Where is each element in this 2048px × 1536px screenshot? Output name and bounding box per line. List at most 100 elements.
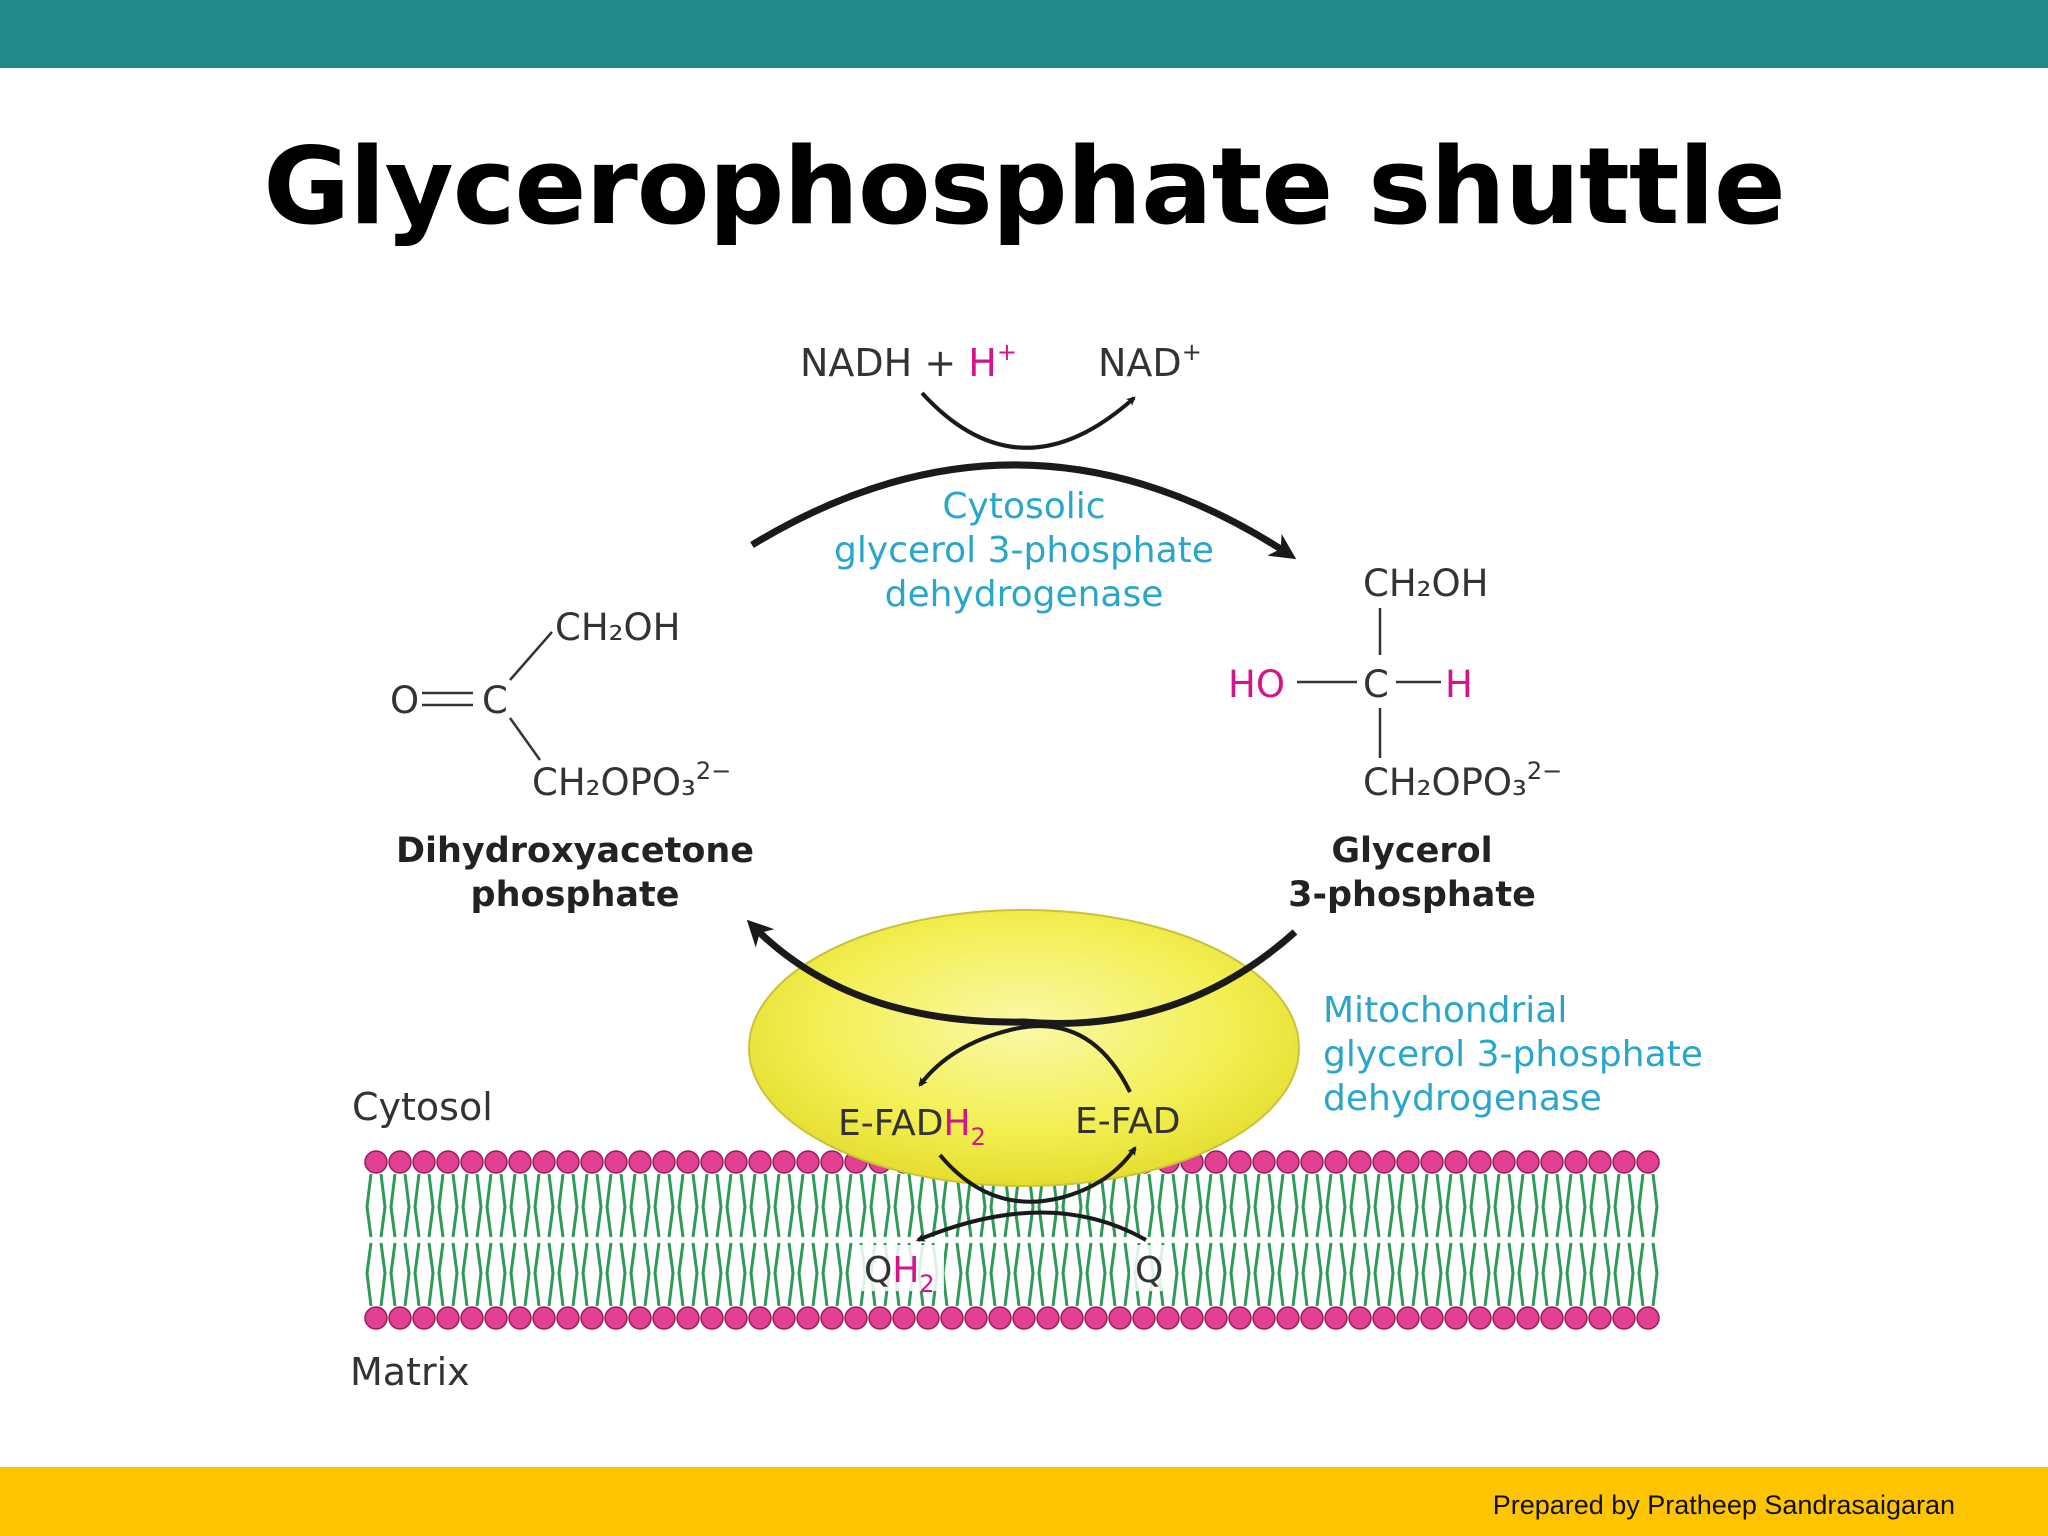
lipid-head (1204, 1150, 1228, 1174)
lipid-head (1372, 1306, 1396, 1330)
nadh-oxidation-arrow (920, 391, 1136, 450)
lipid-head (1300, 1306, 1324, 1330)
lipid-head (772, 1150, 796, 1174)
lipid-head (1396, 1306, 1420, 1330)
lipid-head (796, 1306, 820, 1330)
lipid-head (748, 1150, 772, 1174)
svg-text:H: H (1445, 663, 1473, 706)
author-credit: Prepared by Pratheep Sandrasaigaran (1492, 1490, 1955, 1520)
lipid-head (1636, 1306, 1660, 1330)
svg-text:QH2: QH2 (864, 1250, 935, 1298)
nad-plus-label: NAD+ (1098, 338, 1202, 385)
svg-text:dehydrogenase: dehydrogenase (885, 574, 1164, 615)
lipid-head (604, 1306, 628, 1330)
svg-text:C: C (1363, 663, 1389, 706)
matrix-label: Matrix (350, 1350, 470, 1394)
lipid-head (676, 1150, 700, 1174)
q-reduction-arrow (915, 1210, 1147, 1242)
lipid-head (844, 1306, 868, 1330)
dhap-name: Dihydroxyacetone phosphate (396, 831, 754, 915)
lipid-head (1612, 1150, 1636, 1174)
lipid-head (1636, 1150, 1660, 1174)
lipid-head (820, 1306, 844, 1330)
q-label: Q (1130, 1245, 1170, 1291)
lipid-head (652, 1150, 676, 1174)
svg-text:Q: Q (1135, 1250, 1163, 1291)
lipid-head (1612, 1306, 1636, 1330)
lipid-head (1372, 1150, 1396, 1174)
lipid-head (748, 1306, 772, 1330)
lipid-head (604, 1150, 628, 1174)
lipid-head (868, 1306, 892, 1330)
lipid-head (1228, 1150, 1252, 1174)
lipid-head (1492, 1306, 1516, 1330)
lipid-head (532, 1150, 556, 1174)
lipid-head (1252, 1306, 1276, 1330)
lipid-head (1060, 1306, 1084, 1330)
svg-text:glycerol 3-phosphate: glycerol 3-phosphate (834, 530, 1214, 571)
lipid-head (1012, 1306, 1036, 1330)
lipid-head (580, 1306, 604, 1330)
lipid-head (532, 1306, 556, 1330)
lipid-head (1588, 1306, 1612, 1330)
lipid-head (820, 1150, 844, 1174)
cytosolic-enzyme-label: Cytosolic glycerol 3-phosphate dehydroge… (834, 486, 1214, 615)
lipid-head (1156, 1306, 1180, 1330)
lipid-head (1516, 1306, 1540, 1330)
lipid-head (1468, 1306, 1492, 1330)
lipid-head (1540, 1306, 1564, 1330)
lipid-head (988, 1306, 1012, 1330)
svg-text:CH₂OPO₃2−: CH₂OPO₃2− (1363, 757, 1562, 804)
g3p-name: Glycerol 3-phosphate (1288, 831, 1536, 915)
lipid-head (1324, 1150, 1348, 1174)
svg-text:Mitochondrial: Mitochondrial (1323, 990, 1567, 1031)
mitochondrial-enzyme-label: Mitochondrial glycerol 3-phosphate dehyd… (1323, 990, 1703, 1119)
lipid-head (1564, 1306, 1588, 1330)
lipid-head (436, 1306, 460, 1330)
bottom-reaction-arrow (746, 919, 1298, 1027)
lipid-head (364, 1150, 388, 1174)
lipid-head (484, 1150, 508, 1174)
lipid-head (556, 1150, 580, 1174)
lipid-head (1348, 1150, 1372, 1174)
lipid-head (964, 1306, 988, 1330)
lipid-head (1228, 1306, 1252, 1330)
lipid-head (1348, 1306, 1372, 1330)
lipid-head (388, 1306, 412, 1330)
lipid-head (1444, 1150, 1468, 1174)
top-accent-bar (0, 0, 2048, 68)
lipid-head (508, 1150, 532, 1174)
lipid-head (1444, 1306, 1468, 1330)
svg-text:dehydrogenase: dehydrogenase (1323, 1078, 1602, 1119)
lipid-head (460, 1306, 484, 1330)
lipid-head (1324, 1306, 1348, 1330)
lipid-head (772, 1306, 796, 1330)
lipid-head (700, 1150, 724, 1174)
lipid-head (940, 1306, 964, 1330)
lipid-head (1540, 1150, 1564, 1174)
lipid-head (412, 1150, 436, 1174)
svg-text:HO: HO (1228, 663, 1285, 706)
efadh2-label: E-FADH2 (838, 1103, 986, 1151)
svg-text:CH₂OH: CH₂OH (1363, 562, 1488, 605)
lipid-head (508, 1306, 532, 1330)
efad-reduction-arrow (918, 1024, 1132, 1093)
lipid-head (1108, 1306, 1132, 1330)
svg-text:phosphate: phosphate (471, 875, 680, 915)
efad-label: E-FAD (1075, 1101, 1181, 1142)
g3p-bonds (1297, 608, 1441, 758)
lipid-head (1084, 1306, 1108, 1330)
top-reaction-arrow (750, 461, 1297, 560)
svg-text:CH₂OH: CH₂OH (555, 606, 680, 649)
lipid-head (1204, 1306, 1228, 1330)
nadh-label: NADH + H+ (800, 338, 1017, 385)
svg-text:C: C (482, 679, 508, 722)
lipid-head (388, 1150, 412, 1174)
lipid-head (1252, 1150, 1276, 1174)
svg-text:Cytosolic: Cytosolic (942, 486, 1105, 527)
slide-title: Glycerophosphate shuttle (263, 125, 1785, 248)
dhap-structure: CH₂OH O C CH₂OPO₃2− (390, 606, 731, 804)
lipid-head (412, 1306, 436, 1330)
qh2-label: QH2 (860, 1245, 944, 1298)
lipid-head (724, 1306, 748, 1330)
